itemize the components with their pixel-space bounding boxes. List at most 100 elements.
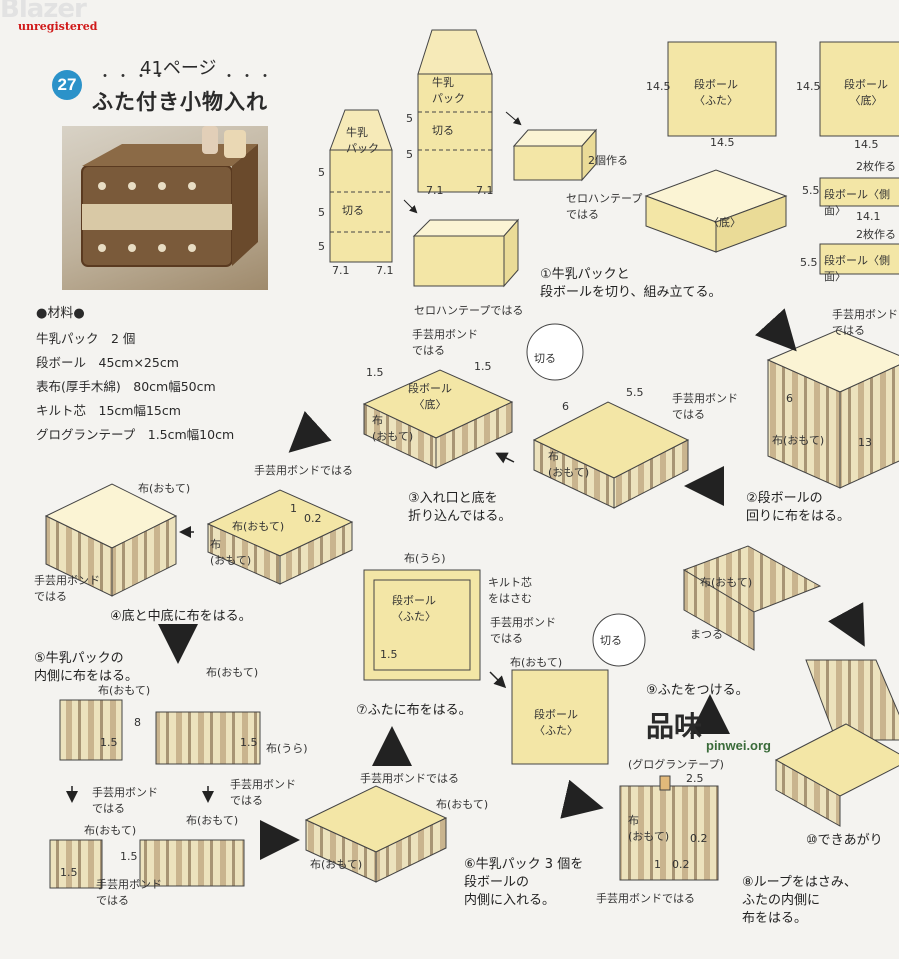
label-cloth-front: 布(おもて) bbox=[372, 414, 414, 443]
cloth-covered-box-step3 bbox=[362, 369, 514, 469]
milk-pack-cloth-long bbox=[155, 711, 261, 765]
watermark-brand: Blazer bbox=[0, 0, 87, 24]
label-cut: 切る bbox=[342, 204, 364, 217]
cardboard-bottom bbox=[819, 41, 899, 137]
step-5-text: ⑤牛乳パックの内側に布をはる。 bbox=[34, 651, 139, 684]
product-photo bbox=[62, 126, 268, 290]
lid-cloth-wrapped bbox=[511, 669, 609, 765]
dim-13: 13 bbox=[858, 436, 872, 449]
watermark-note: unregistered bbox=[18, 20, 98, 33]
material-item: 段ボール 45cm×25cm bbox=[36, 355, 179, 370]
dim-0-2: 0.2 bbox=[672, 858, 690, 871]
dim-7-1: 7.1 bbox=[376, 264, 394, 277]
label-matsuru: まつる bbox=[690, 628, 723, 641]
step-10-text: ⑩できあがり bbox=[806, 833, 883, 848]
project-number-badge: 27 bbox=[52, 70, 82, 100]
cloth-covered-box-step4-open bbox=[206, 489, 354, 585]
label-cloth-back: 布(うら) bbox=[266, 742, 308, 755]
label-cloth-front: 布(おもて) bbox=[210, 538, 252, 567]
cloth-covered-box-large bbox=[766, 329, 899, 489]
label-bond-one: 手芸用ボンドではる bbox=[596, 892, 695, 905]
cloth-covered-box-step4 bbox=[44, 483, 178, 597]
pinwei-logo: 品味 bbox=[646, 710, 703, 743]
loop-tape bbox=[659, 775, 671, 791]
dim-1: 1 bbox=[654, 858, 661, 871]
label-cardboard-side: 段ボール〈側面〉 bbox=[824, 254, 890, 283]
cut-detail-bubble bbox=[526, 323, 584, 381]
milk-carton-large bbox=[417, 29, 493, 193]
dim-14-5: 14.5 bbox=[796, 80, 821, 93]
label-cloth-front-1: 布(おもて) bbox=[206, 666, 259, 679]
label-bottom-small: 〈底〉 bbox=[708, 216, 741, 229]
label-cloth-back: 布(うら) bbox=[404, 552, 446, 565]
dim-7-1: 7.1 bbox=[476, 184, 494, 197]
label-cardboard-lid: 段ボール〈ふた〉 bbox=[694, 78, 738, 107]
dots-right: ・・・ bbox=[222, 69, 276, 85]
milk-pack-long-done bbox=[139, 839, 245, 887]
dim-1-5: 1.5 bbox=[60, 866, 78, 879]
dim-5-5: 5.5 bbox=[802, 184, 820, 197]
label-make-2-sheets: 2枚作る bbox=[856, 160, 896, 173]
label-milk-pack: 牛乳パック bbox=[346, 126, 379, 155]
step-3-text: ③入れ口と底を折り込んではる。 bbox=[408, 491, 512, 524]
material-item: 牛乳パック 2 個 bbox=[36, 331, 136, 346]
label-cloth-front-1: 布(おもて) bbox=[138, 482, 191, 495]
cardboard-side bbox=[819, 243, 899, 275]
label-bond-one: 手芸用ボンドではる bbox=[254, 464, 353, 477]
dim-5-5: 5.5 bbox=[800, 256, 818, 269]
dim-1-5: 1.5 bbox=[100, 736, 118, 749]
material-item: キルト芯 15cm幅15cm bbox=[36, 403, 181, 418]
dim-5: 5 bbox=[318, 240, 325, 253]
cut-detail-bubble-lid bbox=[592, 613, 646, 667]
dim-6: 6 bbox=[562, 400, 569, 413]
cloth-covered-box-step2 bbox=[532, 401, 690, 509]
step-1-text: ①牛乳パックと段ボールを切り、組み立てる。 bbox=[540, 267, 722, 300]
label-cardboard-lid: 段ボール〈ふた〉 bbox=[534, 708, 578, 737]
dim-1-5: 1.5 bbox=[380, 648, 398, 661]
dim-1-5: 1.5 bbox=[366, 366, 384, 379]
label-cello-tape: セロハンテープではる bbox=[566, 192, 643, 221]
dim-1-5: 1.5 bbox=[120, 850, 138, 863]
dim-0-2: 0.2 bbox=[690, 832, 708, 845]
dim-14-5: 14.5 bbox=[710, 136, 735, 149]
dim-5-5: 5.5 bbox=[626, 386, 644, 399]
flow-arrow bbox=[288, 411, 332, 453]
dim-5: 5 bbox=[318, 206, 325, 219]
label-bond: 手芸用ボンドではる bbox=[672, 392, 738, 421]
milk-carton-small bbox=[329, 109, 393, 263]
label-cloth-front-1: 布(おもて) bbox=[186, 814, 239, 827]
product-photo-art bbox=[81, 126, 258, 267]
flow-arrow bbox=[755, 308, 797, 352]
dim-14-5: 14.5 bbox=[854, 138, 879, 151]
materials-heading: ●材料● bbox=[36, 306, 85, 321]
label-cloth-front-1: 布(おもて) bbox=[772, 434, 825, 447]
flow-arrow bbox=[560, 779, 604, 819]
step-8-text: ⑧ループをはさみ、ふたの内側に布をはる。 bbox=[742, 875, 857, 926]
dim-7-1: 7.1 bbox=[426, 184, 444, 197]
milk-pack-inner-cloth bbox=[59, 699, 123, 761]
label-cloth-front-1: 布(おもて) bbox=[310, 858, 363, 871]
page-reference: 41ページ bbox=[140, 58, 217, 79]
label-cloth-front-1: 布(おもて) bbox=[510, 656, 563, 669]
dim-2-5: 2.5 bbox=[686, 772, 704, 785]
label-bond: 手芸用ボンドではる bbox=[230, 778, 296, 807]
label-cloth-front-1: 布(おもて) bbox=[436, 798, 489, 811]
milk-pack-small-done bbox=[49, 839, 103, 889]
label-cloth-front-1: 布(おもて) bbox=[98, 684, 151, 697]
label-bond: 手芸用ボンドではる bbox=[96, 878, 162, 907]
dim-1-5: 1.5 bbox=[240, 736, 258, 749]
label-grosgrain: (グログランテープ) bbox=[628, 758, 724, 771]
label-cello-tape-2: セロハンテープではる bbox=[414, 304, 524, 317]
label-milk-pack: 牛乳パック bbox=[432, 76, 465, 105]
step-2-text: ②段ボールの回りに布をはる。 bbox=[746, 491, 851, 524]
dim-14-5: 14.5 bbox=[646, 80, 671, 93]
flow-arrow bbox=[828, 602, 865, 647]
label-bond: 手芸用ボンドではる bbox=[832, 308, 898, 337]
lid-with-quilt bbox=[363, 569, 481, 681]
dots-left: ・・・・ bbox=[98, 69, 170, 85]
label-make-2: 2個作る bbox=[588, 154, 628, 167]
dim-0-2: 0.2 bbox=[304, 512, 322, 525]
cut-tray-box bbox=[512, 128, 598, 182]
step-9-text: ⑨ふたをつける。 bbox=[646, 683, 749, 698]
